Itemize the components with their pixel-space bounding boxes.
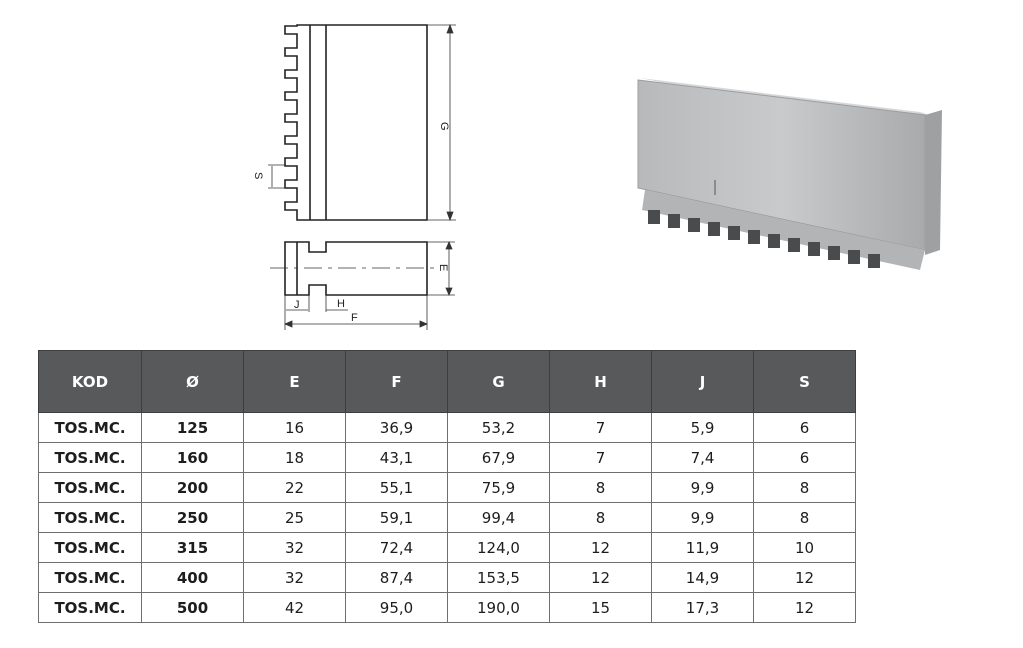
cell-f: 36,9 [345, 412, 448, 443]
cell-e: 32 [243, 532, 346, 563]
cell-kod: TOS.MC. [38, 502, 142, 533]
table-row: TOS.MC. 400 32 87,4 153,5 12 14,9 12 [38, 562, 856, 593]
cell-s: 12 [753, 562, 856, 593]
column-header-diameter: Ø [141, 350, 244, 413]
cell-kod: TOS.MC. [38, 472, 142, 503]
cell-s: 8 [753, 472, 856, 503]
table-row: TOS.MC. 250 25 59,1 99,4 8 9,9 8 [38, 502, 856, 533]
cell-diameter: 400 [141, 562, 244, 593]
cell-s: 6 [753, 412, 856, 443]
cell-f: 72,4 [345, 532, 448, 563]
cell-diameter: 315 [141, 532, 244, 563]
cell-g: 75,9 [447, 472, 550, 503]
cell-diameter: 250 [141, 502, 244, 533]
cell-e: 25 [243, 502, 346, 533]
cell-f: 87,4 [345, 562, 448, 593]
spec-table: KOD Ø E F G H J S TOS.MC. 125 16 36,9 53… [38, 350, 856, 623]
cell-h: 7 [549, 442, 652, 473]
cell-g: 153,5 [447, 562, 550, 593]
cell-g: 99,4 [447, 502, 550, 533]
cell-kod: TOS.MC. [38, 532, 142, 563]
column-header-g: G [447, 350, 550, 413]
cell-g: 124,0 [447, 532, 550, 563]
cell-j: 5,9 [651, 412, 754, 443]
cell-kod: TOS.MC. [38, 592, 142, 623]
table-header-row: KOD Ø E F G H J S [38, 350, 856, 413]
cell-f: 95,0 [345, 592, 448, 623]
column-header-f: F [345, 350, 448, 413]
cell-e: 32 [243, 562, 346, 593]
cell-g: 190,0 [447, 592, 550, 623]
cell-s: 6 [753, 442, 856, 473]
dim-label-f: F [351, 312, 358, 324]
cell-diameter: 500 [141, 592, 244, 623]
cell-j: 11,9 [651, 532, 754, 563]
column-header-s: S [753, 350, 856, 413]
cell-e: 18 [243, 442, 346, 473]
technical-drawing: G S E J H F [252, 23, 456, 330]
column-header-e: E [243, 350, 346, 413]
cell-diameter: 125 [141, 412, 244, 443]
cell-e: 42 [243, 592, 346, 623]
cell-j: 14,9 [651, 562, 754, 593]
table-row: TOS.MC. 200 22 55,1 75,9 8 9,9 8 [38, 472, 856, 503]
dim-label-h: H [337, 298, 345, 310]
dim-label-e: E [437, 264, 449, 271]
cell-h: 8 [549, 472, 652, 503]
cell-h: 12 [549, 532, 652, 563]
cell-s: 8 [753, 502, 856, 533]
cell-g: 67,9 [447, 442, 550, 473]
cell-diameter: 160 [141, 442, 244, 473]
cell-kod: TOS.MC. [38, 442, 142, 473]
cell-e: 16 [243, 412, 346, 443]
cell-e: 22 [243, 472, 346, 503]
table-row: TOS.MC. 315 32 72,4 124,0 12 11,9 10 [38, 532, 856, 563]
cell-kod: TOS.MC. [38, 562, 142, 593]
column-header-kod: KOD [38, 350, 142, 413]
dim-label-s: S [252, 172, 264, 179]
column-header-j: J [651, 350, 754, 413]
cell-kod: TOS.MC. [38, 412, 142, 443]
table-row: TOS.MC. 160 18 43,1 67,9 7 7,4 6 [38, 442, 856, 473]
cell-j: 9,9 [651, 502, 754, 533]
cell-h: 8 [549, 502, 652, 533]
cell-h: 15 [549, 592, 652, 623]
cell-diameter: 200 [141, 472, 244, 503]
table-row: TOS.MC. 500 42 95,0 190,0 15 17,3 12 [38, 592, 856, 623]
cell-f: 59,1 [345, 502, 448, 533]
dim-label-g: G [438, 122, 450, 131]
product-photo [637, 78, 942, 270]
cell-h: 7 [549, 412, 652, 443]
cell-f: 55,1 [345, 472, 448, 503]
cell-j: 7,4 [651, 442, 754, 473]
cell-h: 12 [549, 562, 652, 593]
dim-label-j: J [294, 299, 300, 311]
cell-j: 9,9 [651, 472, 754, 503]
cell-g: 53,2 [447, 412, 550, 443]
cell-f: 43,1 [345, 442, 448, 473]
cell-s: 10 [753, 532, 856, 563]
cell-j: 17,3 [651, 592, 754, 623]
cell-s: 12 [753, 592, 856, 623]
column-header-h: H [549, 350, 652, 413]
table-row: TOS.MC. 125 16 36,9 53,2 7 5,9 6 [38, 412, 856, 443]
